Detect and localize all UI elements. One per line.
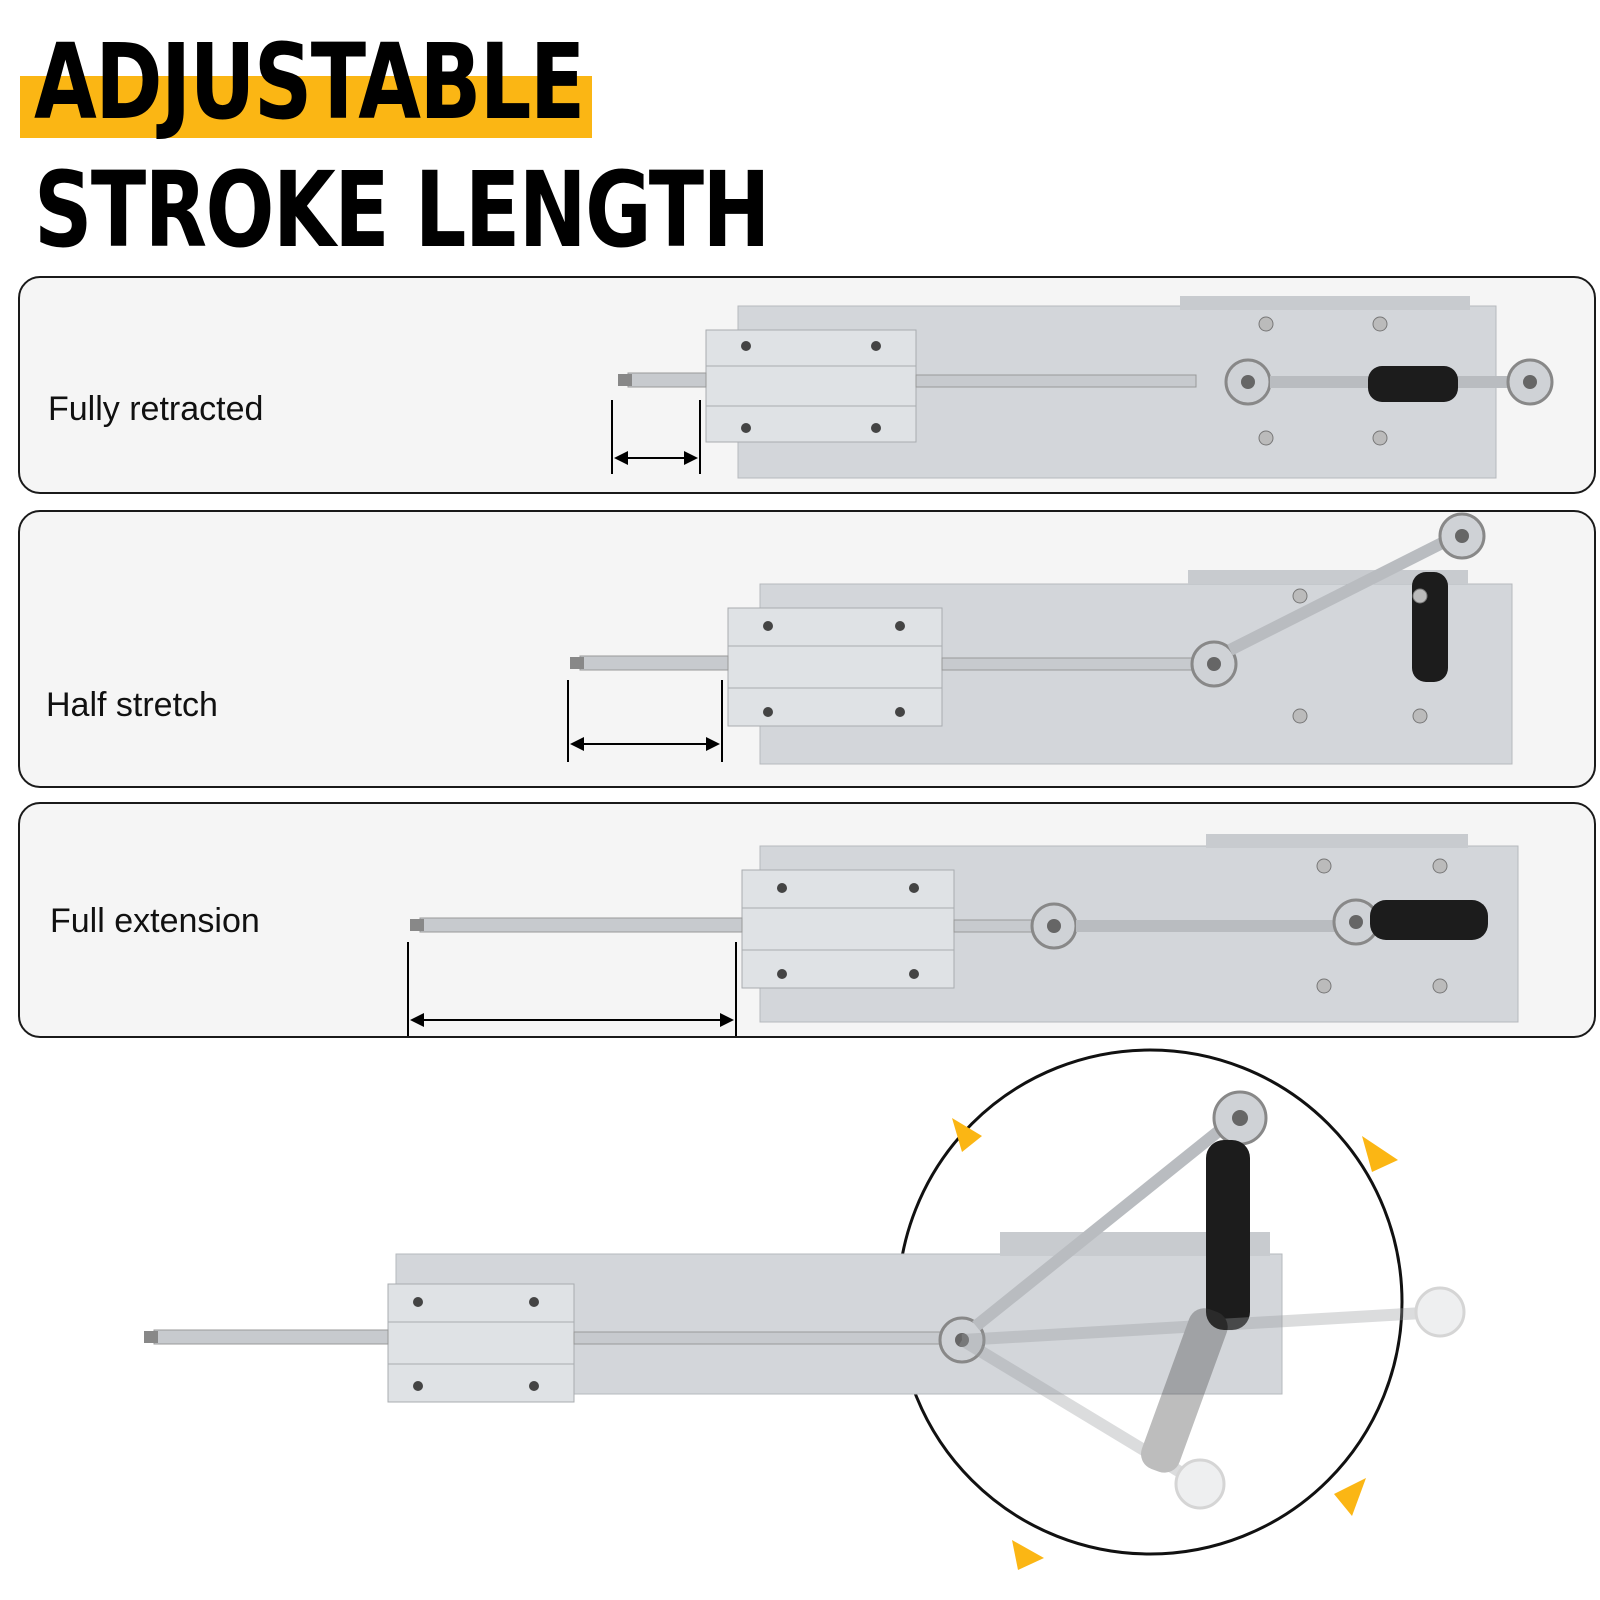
headline-line1: ADJUSTABLE — [20, 22, 592, 142]
actuator-illustration-retracted — [611, 296, 1554, 479]
dimension-arrow-icon — [611, 400, 701, 474]
actuator-illustration-half — [567, 512, 1513, 765]
panel-full-extension: Full extension — [18, 802, 1596, 1038]
headline-highlight-bar — [20, 76, 592, 138]
panel-label: Half stretch — [46, 686, 218, 724]
dimension-arrow-icon — [407, 942, 737, 1036]
panel-half-stretch: Half stretch — [18, 510, 1596, 788]
rotation-arrow-icon — [952, 1118, 1398, 1570]
panel-label: Fully retracted — [48, 390, 264, 428]
headline-text-1: ADJUSTABLE — [34, 21, 585, 143]
actuator-illustration-extended — [407, 834, 1519, 1036]
panel-label: Full extension — [50, 902, 260, 940]
dimension-arrow-icon — [567, 680, 723, 762]
actuator-rotation-illustration — [144, 1048, 1466, 1570]
headline-text-2: STROKE LENGTH — [34, 149, 770, 271]
panel-fully-retracted: Fully retracted — [18, 276, 1596, 494]
